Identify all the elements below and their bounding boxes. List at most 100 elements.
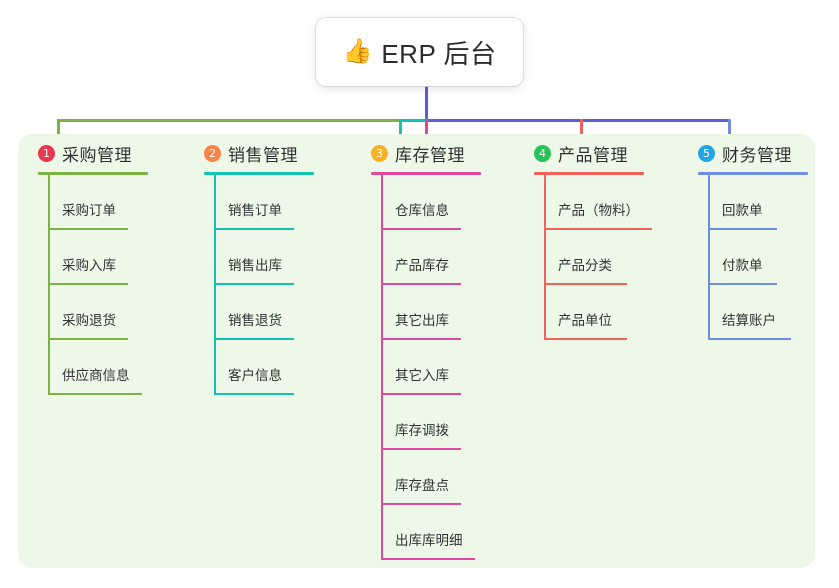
drop-connector-2 [399, 119, 402, 145]
branch-item-label: 销售出库 [228, 258, 282, 273]
list-item[interactable]: 出库库明细 [371, 505, 501, 560]
branch-spine-1 [48, 175, 50, 395]
bus-segment-blue [425, 119, 731, 122]
branch-item-label: 库存盘点 [395, 478, 449, 493]
branch-item-label: 采购订单 [62, 203, 116, 218]
list-item[interactable]: 采购入库 [38, 230, 158, 285]
branch-item-label: 采购入库 [62, 258, 116, 273]
branch-spine-4 [544, 175, 546, 340]
list-item[interactable]: 采购订单 [38, 175, 158, 230]
drop-connector-3 [425, 119, 428, 145]
branch-header-3[interactable]: 3 库存管理 [371, 140, 501, 166]
branch-item-label: 产品单位 [558, 313, 612, 328]
list-item[interactable]: 销售订单 [204, 175, 324, 230]
branch-item-label: 其它出库 [395, 313, 449, 328]
list-item[interactable]: 库存盘点 [371, 450, 501, 505]
branch-item-label: 回款单 [722, 203, 763, 218]
branch-children-5: 回款单 付款单 结算账户 [698, 175, 818, 340]
branch-column-5: 5 财务管理 回款单 付款单 结算账户 [698, 140, 818, 340]
root-node[interactable]: 👍 ERP 后台 [316, 18, 523, 86]
branch-item-label: 产品库存 [395, 258, 449, 273]
branch-children-1: 采购订单 采购入库 采购退货 供应商信息 [38, 175, 158, 395]
branch-item-rule [544, 338, 627, 340]
branch-item-rule [214, 228, 294, 230]
branch-item-rule [381, 503, 461, 505]
branch-item-rule [48, 283, 128, 285]
list-item[interactable]: 产品（物料） [534, 175, 664, 230]
branch-item-rule [381, 228, 461, 230]
branch-number-badge-3: 3 [371, 144, 388, 162]
branch-item-label: 付款单 [722, 258, 763, 273]
branch-item-rule [48, 338, 128, 340]
list-item[interactable]: 库存调拨 [371, 395, 501, 450]
branch-children-3: 仓库信息 产品库存 其它出库 其它入库 库存调拨 库存盘点 出库库明细 [371, 175, 501, 560]
branch-item-rule [381, 393, 461, 395]
list-item[interactable]: 客户信息 [204, 340, 324, 395]
list-item[interactable]: 销售退货 [204, 285, 324, 340]
branch-title-3: 库存管理 [395, 145, 465, 165]
branch-column-1: 1 采购管理 采购订单 采购入库 采购退货 供应商信息 [38, 140, 158, 395]
list-item[interactable]: 其它入库 [371, 340, 501, 395]
branch-header-1[interactable]: 1 采购管理 [38, 140, 158, 166]
branch-item-rule [48, 393, 142, 395]
branch-header-rule-5 [698, 172, 808, 175]
list-item[interactable]: 结算账户 [698, 285, 818, 340]
branch-item-rule [214, 283, 294, 285]
branch-header-rule-3 [371, 172, 481, 175]
branch-number-badge-2: 2 [204, 144, 221, 162]
branch-item-label: 产品分类 [558, 258, 612, 273]
branch-column-2: 2 销售管理 销售订单 销售出库 销售退货 客户信息 [204, 140, 324, 395]
branch-item-rule [381, 283, 461, 285]
branch-title-5: 财务管理 [722, 145, 792, 165]
branch-header-rule-2 [204, 172, 314, 175]
branch-item-rule [381, 448, 461, 450]
branch-item-rule [381, 338, 461, 340]
branch-children-4: 产品（物料） 产品分类 产品单位 [534, 175, 664, 340]
branch-item-rule [708, 228, 777, 230]
diagram-panel [18, 134, 815, 568]
bus-segment-green [57, 119, 401, 122]
list-item[interactable]: 产品库存 [371, 230, 501, 285]
list-item[interactable]: 产品分类 [534, 230, 664, 285]
branch-header-5[interactable]: 5 财务管理 [698, 140, 818, 166]
branch-title-4: 产品管理 [558, 145, 628, 165]
branch-spine-2 [214, 175, 216, 395]
branch-spine-5 [708, 175, 710, 340]
branch-item-label: 出库库明细 [395, 533, 463, 548]
branch-column-3: 3 库存管理 仓库信息 产品库存 其它出库 其它入库 库存调拨 库存盘点 [371, 140, 501, 560]
drop-connector-1 [57, 119, 60, 145]
branch-item-rule [544, 283, 627, 285]
list-item[interactable]: 其它出库 [371, 285, 501, 340]
list-item[interactable]: 仓库信息 [371, 175, 501, 230]
branch-item-label: 供应商信息 [62, 368, 130, 383]
root-node-label: ERP 后台 [381, 38, 497, 69]
drop-connector-5 [728, 119, 731, 145]
branch-item-rule [544, 228, 652, 230]
branch-item-label: 产品（物料） [558, 203, 639, 218]
branch-item-label: 结算账户 [722, 313, 776, 328]
branch-title-2: 销售管理 [228, 145, 298, 165]
branch-item-rule [381, 558, 475, 560]
branch-column-4: 4 产品管理 产品（物料） 产品分类 产品单位 [534, 140, 664, 340]
branch-item-label: 客户信息 [228, 368, 282, 383]
list-item[interactable]: 付款单 [698, 230, 818, 285]
branch-header-rule-4 [534, 172, 644, 175]
branch-item-rule [708, 338, 791, 340]
root-trunk-connector [425, 86, 428, 121]
branch-header-rule-1 [38, 172, 148, 175]
branch-number-badge-4: 4 [534, 144, 551, 162]
branch-item-rule [214, 338, 294, 340]
drop-connector-4 [580, 119, 583, 145]
branch-item-label: 仓库信息 [395, 203, 449, 218]
list-item[interactable]: 采购退货 [38, 285, 158, 340]
list-item[interactable]: 供应商信息 [38, 340, 158, 395]
list-item[interactable]: 销售出库 [204, 230, 324, 285]
branch-item-label: 销售订单 [228, 203, 282, 218]
list-item[interactable]: 回款单 [698, 175, 818, 230]
list-item[interactable]: 产品单位 [534, 285, 664, 340]
branch-children-2: 销售订单 销售出库 销售退货 客户信息 [204, 175, 324, 395]
branch-header-4[interactable]: 4 产品管理 [534, 140, 664, 166]
branch-header-2[interactable]: 2 销售管理 [204, 140, 324, 166]
branch-item-rule [708, 283, 777, 285]
branch-item-rule [214, 393, 294, 395]
